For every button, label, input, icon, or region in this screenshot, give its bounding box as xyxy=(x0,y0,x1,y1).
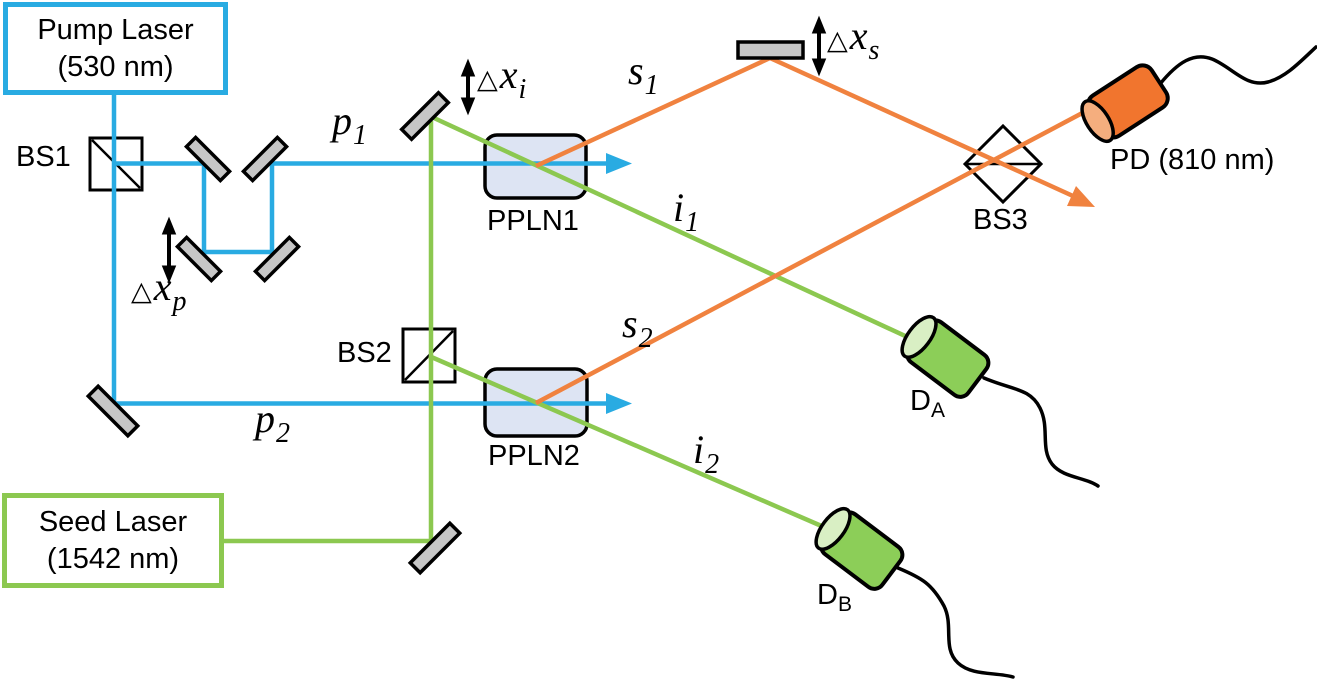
dx-s-label: △xs xyxy=(827,16,879,71)
dx-s-subscript: s xyxy=(868,35,880,66)
bs2-label: BS2 xyxy=(337,337,392,369)
detector-a-face xyxy=(900,314,938,359)
detector-a-label: DA xyxy=(910,385,945,422)
pump-fold-mirror xyxy=(85,383,141,439)
dx-s-double-arrow xyxy=(811,15,827,77)
bs3-label: BS3 xyxy=(973,204,1028,236)
pump-laser-box: Pump Laser (530 nm) xyxy=(3,2,228,95)
detector-b-face xyxy=(814,506,852,551)
dx-i-arrow-down xyxy=(460,97,476,116)
dx-i-subscript: i xyxy=(518,74,527,105)
detector-a-subscript: A xyxy=(930,399,945,422)
i2-letter: i xyxy=(693,427,705,472)
dx-p-delta: △ xyxy=(131,276,152,307)
dx-i-arrow-up xyxy=(460,58,476,77)
detector-b-fiber xyxy=(896,566,1015,679)
dx-s-x: x xyxy=(849,13,868,58)
delay-mirror-top-left xyxy=(183,134,233,184)
p2-letter: p xyxy=(255,396,275,441)
i1-subscript: 1 xyxy=(685,207,700,238)
s2-letter: s xyxy=(622,301,638,346)
seed-laser-name: Seed Laser xyxy=(38,505,188,538)
detector-a-fiber xyxy=(982,376,1100,488)
s2-subscript: 2 xyxy=(638,323,653,354)
i2-subscript: 2 xyxy=(705,449,720,480)
dx-p-x: x xyxy=(153,264,172,309)
s1-beam-label: s1 xyxy=(628,51,659,106)
pd-face xyxy=(1080,99,1115,144)
dx-i-label: △xi xyxy=(477,55,526,110)
dx-s-arrow-up xyxy=(811,15,827,34)
s1-letter: s xyxy=(628,48,644,93)
p1-arrowhead xyxy=(606,153,632,174)
seed-fold-mirror xyxy=(407,520,463,576)
seed-laser-wavelength: (1542 nm) xyxy=(46,542,180,575)
idler-beam-i1 xyxy=(433,115,917,344)
ppln2-label: PPLN2 xyxy=(488,440,580,472)
p2-arrowhead xyxy=(606,393,632,414)
idler-delay-mirror xyxy=(399,90,451,142)
dx-i-delta: △ xyxy=(477,64,498,95)
p1-beam-label: p1 xyxy=(332,101,367,156)
dx-p-subscript: p xyxy=(172,286,187,317)
pump-laser-wavelength: (530 nm) xyxy=(57,50,174,83)
ppln1-label: PPLN1 xyxy=(487,205,579,237)
idler-beam-i2 xyxy=(428,353,841,537)
photodiode-pd xyxy=(1080,63,1170,144)
signal-beam-s1 xyxy=(535,55,771,169)
i1-letter: i xyxy=(673,185,685,230)
dx-s-delta: △ xyxy=(827,25,848,56)
delay-mirror-top-right xyxy=(240,134,290,184)
p2-subscript: 2 xyxy=(276,418,290,449)
delay-mirror-bottom-left xyxy=(174,234,224,284)
s2-beam-label: s2 xyxy=(622,304,653,359)
dx-i-double-arrow xyxy=(460,58,476,116)
s1-subscript: 1 xyxy=(644,70,659,101)
detector-b-letter: D xyxy=(817,579,838,611)
signal-delay-mirror xyxy=(736,40,805,60)
s1-output-arrowhead xyxy=(1067,186,1095,207)
signal-beam-s1-to-bs3 xyxy=(769,55,1074,199)
detector-a xyxy=(900,314,991,399)
dx-p-arrow-up xyxy=(161,216,177,235)
pd-fiber xyxy=(1158,45,1317,86)
dx-p-label: △xp xyxy=(131,267,187,322)
bs1-label: BS1 xyxy=(16,141,71,173)
dx-p-double-arrow xyxy=(161,216,177,284)
detector-a-letter: D xyxy=(910,385,931,417)
dx-i-x: x xyxy=(499,52,518,97)
pd-label: PD (810 nm) xyxy=(1110,144,1275,176)
dx-s-arrow-down xyxy=(811,58,827,77)
seed-laser-box: Seed Laser (1542 nm) xyxy=(2,493,224,588)
delay-mirror-bottom-right xyxy=(252,234,302,284)
i1-beam-label: i1 xyxy=(673,188,699,243)
pump-beam-p1-with-delay-line xyxy=(116,161,612,255)
p1-letter: p xyxy=(332,98,352,143)
detector-b-subscript: B xyxy=(837,593,852,616)
p2-beam-label: p2 xyxy=(255,399,290,454)
i2-beam-label: i2 xyxy=(693,430,719,485)
pump-laser-name: Pump Laser xyxy=(37,13,194,46)
detector-b-label: DB xyxy=(817,579,852,616)
p1-subscript: 1 xyxy=(353,120,367,151)
dx-p-arrow-down xyxy=(161,265,177,284)
detector-b xyxy=(814,506,905,591)
signal-beam-s2-to-pd xyxy=(534,108,1090,405)
